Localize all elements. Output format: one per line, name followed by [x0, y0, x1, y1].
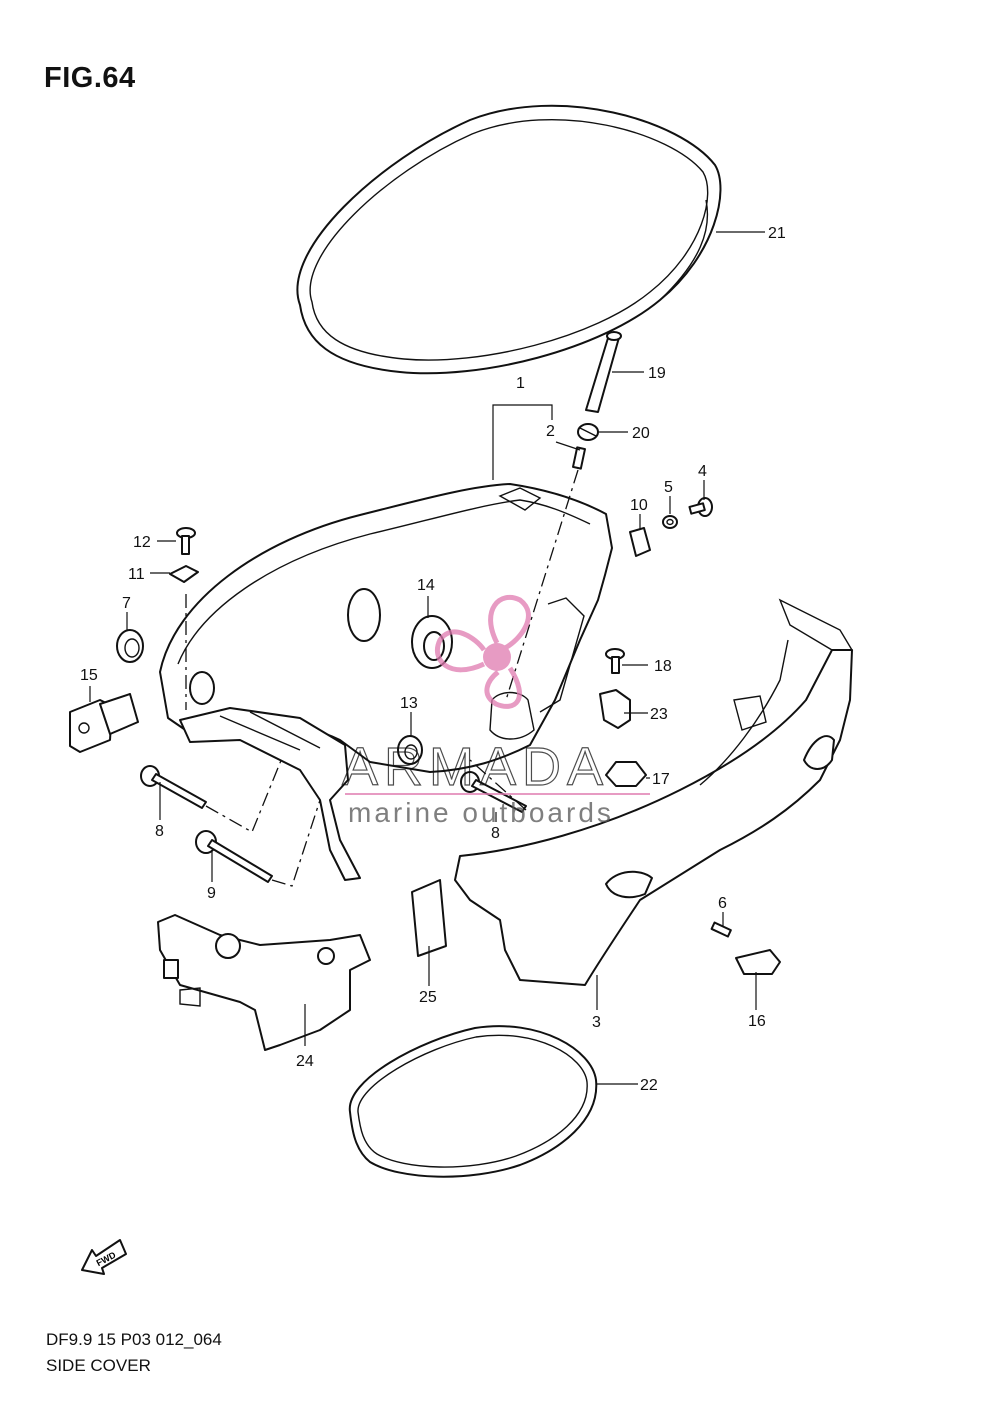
callout-12: 12	[133, 534, 151, 551]
propeller-logo-icon	[434, 594, 531, 709]
callout-11: 11	[128, 566, 145, 583]
bracket-23	[599, 689, 631, 729]
callout-5: 5	[664, 479, 673, 496]
callout-16: 16	[748, 1013, 766, 1030]
clip-nut-10	[629, 527, 651, 557]
bolt-8a	[140, 765, 207, 809]
callout-numbers: 1 2 3 4 5 6 7 8 8 9 10 11 12 13 14 15 16…	[80, 225, 786, 1094]
screw-12	[176, 527, 196, 555]
fwd-arrow: FWD	[81, 1239, 127, 1275]
figure-code: DF9.9 15 P03 012_064	[46, 1330, 222, 1349]
watermark-brand: ARMADA	[342, 737, 609, 797]
lower-bracket-left	[179, 707, 361, 881]
callout-10: 10	[630, 497, 648, 514]
figure-caption: SIDE COVER	[46, 1356, 151, 1375]
watermark-tagline: marine outboards	[348, 797, 614, 828]
callout-13: 13	[400, 695, 418, 712]
bolt-9	[195, 830, 273, 883]
callout-8a: 8	[155, 823, 164, 840]
assembly-lines	[185, 469, 579, 887]
callout-6: 6	[718, 895, 727, 912]
washer-5	[662, 515, 678, 529]
callout-1: 1	[516, 375, 525, 392]
bolt-4	[688, 497, 713, 517]
hose-clip	[577, 423, 599, 441]
nut-plate-11	[169, 565, 199, 583]
callout-8b: 8	[491, 825, 500, 842]
pad	[411, 879, 447, 957]
figure-title: FIG.64	[44, 62, 136, 94]
grommet-small	[397, 735, 423, 765]
grommet-large	[411, 615, 453, 669]
callout-24: 24	[296, 1053, 314, 1070]
callout-3: 3	[592, 1014, 601, 1031]
callout-20: 20	[632, 425, 650, 442]
callout-17: 17	[652, 771, 670, 788]
callout-14: 14	[417, 577, 435, 594]
callout-23: 23	[650, 706, 668, 723]
callout-22: 22	[640, 1077, 658, 1094]
plug-16	[735, 949, 781, 975]
grommet-side	[116, 629, 144, 663]
nut-17	[605, 761, 647, 787]
callout-2: 2	[546, 423, 555, 440]
bolt-8b	[460, 771, 527, 813]
leader-lines	[89, 231, 765, 1085]
seal-upper	[296, 104, 722, 375]
tube	[585, 331, 622, 413]
side-cover-right	[454, 598, 854, 986]
callout-15: 15	[80, 667, 98, 684]
screw-6	[710, 921, 732, 938]
pin	[572, 446, 586, 470]
callout-19: 19	[648, 365, 666, 382]
watermark: ARMADA marine outboards	[341, 594, 650, 828]
callout-18: 18	[654, 658, 672, 675]
callout-7: 7	[122, 595, 131, 612]
callout-21: 21	[768, 225, 786, 242]
lock-knob	[69, 693, 139, 753]
lower-bracket	[157, 914, 371, 1051]
callout-9: 9	[207, 885, 216, 902]
callout-4: 4	[698, 463, 707, 480]
callout-25: 25	[419, 989, 437, 1006]
screw-18	[605, 648, 625, 674]
seal-lower	[348, 1025, 598, 1178]
